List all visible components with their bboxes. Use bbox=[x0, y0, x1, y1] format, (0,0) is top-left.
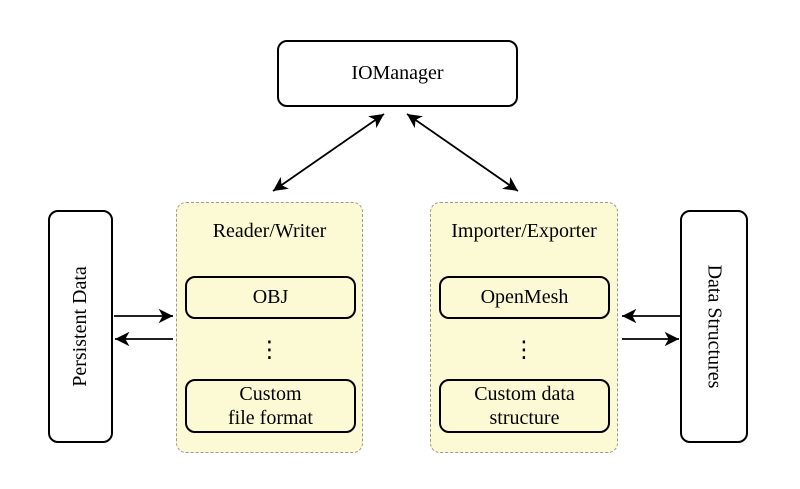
node-iomanager: IOManager bbox=[277, 40, 518, 107]
node-openmesh: OpenMesh bbox=[439, 276, 610, 319]
vertical-ellipsis-importer-exporter: ⋮ bbox=[512, 336, 536, 363]
group-importer-exporter: Importer/Exporter OpenMesh ⋮ Custom data… bbox=[430, 202, 618, 453]
node-custom-file-format: Custom file format bbox=[185, 379, 356, 433]
node-iomanager-label: IOManager bbox=[351, 62, 444, 84]
arrow-iomanager-reader-writer bbox=[272, 113, 385, 192]
node-custom-data-structure-label: Custom data structure bbox=[474, 382, 575, 429]
node-obj: OBJ bbox=[185, 276, 356, 319]
node-data-structures: Data Structures bbox=[680, 210, 748, 443]
node-custom-data-structure: Custom data structure bbox=[439, 379, 610, 433]
vertical-ellipsis-reader-writer: ⋮ bbox=[258, 336, 281, 363]
group-reader-writer-title: Reader/Writer bbox=[212, 220, 327, 242]
node-openmesh-label: OpenMesh bbox=[480, 286, 569, 309]
group-importer-exporter-title: Importer/Exporter bbox=[451, 220, 597, 242]
node-data-structures-label: Data Structures bbox=[703, 264, 726, 389]
node-obj-label: OBJ bbox=[252, 286, 289, 309]
arrow-iomanager-importer-exporter bbox=[406, 113, 519, 192]
node-custom-file-format-label: Custom file format bbox=[228, 382, 313, 429]
group-reader-writer: Reader/Writer OBJ ⋮ Custom file format bbox=[176, 202, 363, 453]
node-persistent-data-label: Persistent Data bbox=[69, 266, 91, 387]
node-persistent-data: Persistent Data bbox=[48, 210, 113, 443]
